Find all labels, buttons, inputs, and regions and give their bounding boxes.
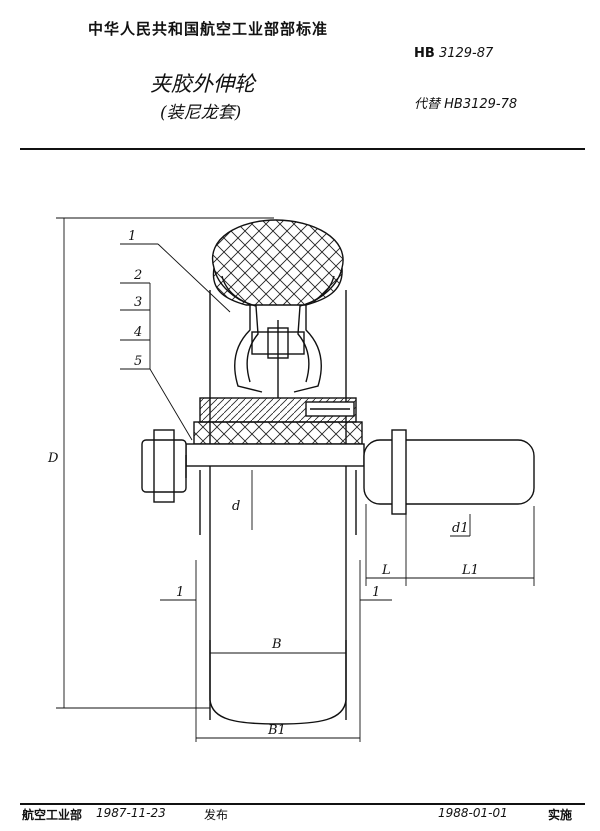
part-subtitle: (装尼龙套) (160, 103, 242, 123)
callout-3: 3 (134, 295, 142, 310)
standard-code: HB 3129-87 (414, 46, 493, 61)
dim-1-right: 1 (372, 585, 380, 600)
dim-d: d (232, 499, 240, 514)
dim-L: L (381, 563, 391, 578)
footer-rule (20, 803, 585, 805)
standard-code-number: 3129-87 (438, 46, 494, 61)
callout-4: 4 (133, 325, 142, 340)
effective-label: 实施 (548, 808, 573, 822)
standard-title: 中华人民共和国航空工业部部标准 (88, 20, 329, 38)
header-rule (20, 148, 585, 150)
callout-5: 5 (134, 354, 142, 369)
callout-2: 2 (133, 268, 142, 283)
issue-date: 1987-11-23 (96, 806, 166, 820)
effective-date: 1988-01-01 (438, 806, 508, 820)
rubber-tire (211, 219, 344, 306)
axle-shaft (363, 439, 535, 505)
part-name: 夹胶外伸轮 (150, 72, 255, 96)
replaces-standard: 代替 HB3129-78 (414, 97, 518, 112)
rim-inner-left (221, 275, 259, 383)
issued-label: 发布 (204, 808, 229, 822)
axle (185, 443, 365, 467)
issuing-organization: 航空工业部 (22, 808, 83, 822)
rim-inner-right (297, 275, 335, 383)
dim-B: B (271, 637, 282, 652)
wheel-body (209, 640, 347, 725)
rim-right (293, 267, 343, 393)
rim-left (213, 267, 263, 393)
callout-1: 1 (128, 229, 136, 244)
nylon-sleeve (193, 421, 363, 445)
dim-B1: B1 (267, 723, 286, 738)
dim-L1: L1 (461, 563, 479, 578)
dim-d1: d1 (452, 521, 469, 536)
dim-D: D (47, 451, 59, 466)
dim-1-left: 1 (176, 585, 184, 600)
axle-nut (141, 439, 187, 493)
axle-collar (391, 429, 407, 515)
standard-code-prefix: HB (414, 46, 435, 61)
